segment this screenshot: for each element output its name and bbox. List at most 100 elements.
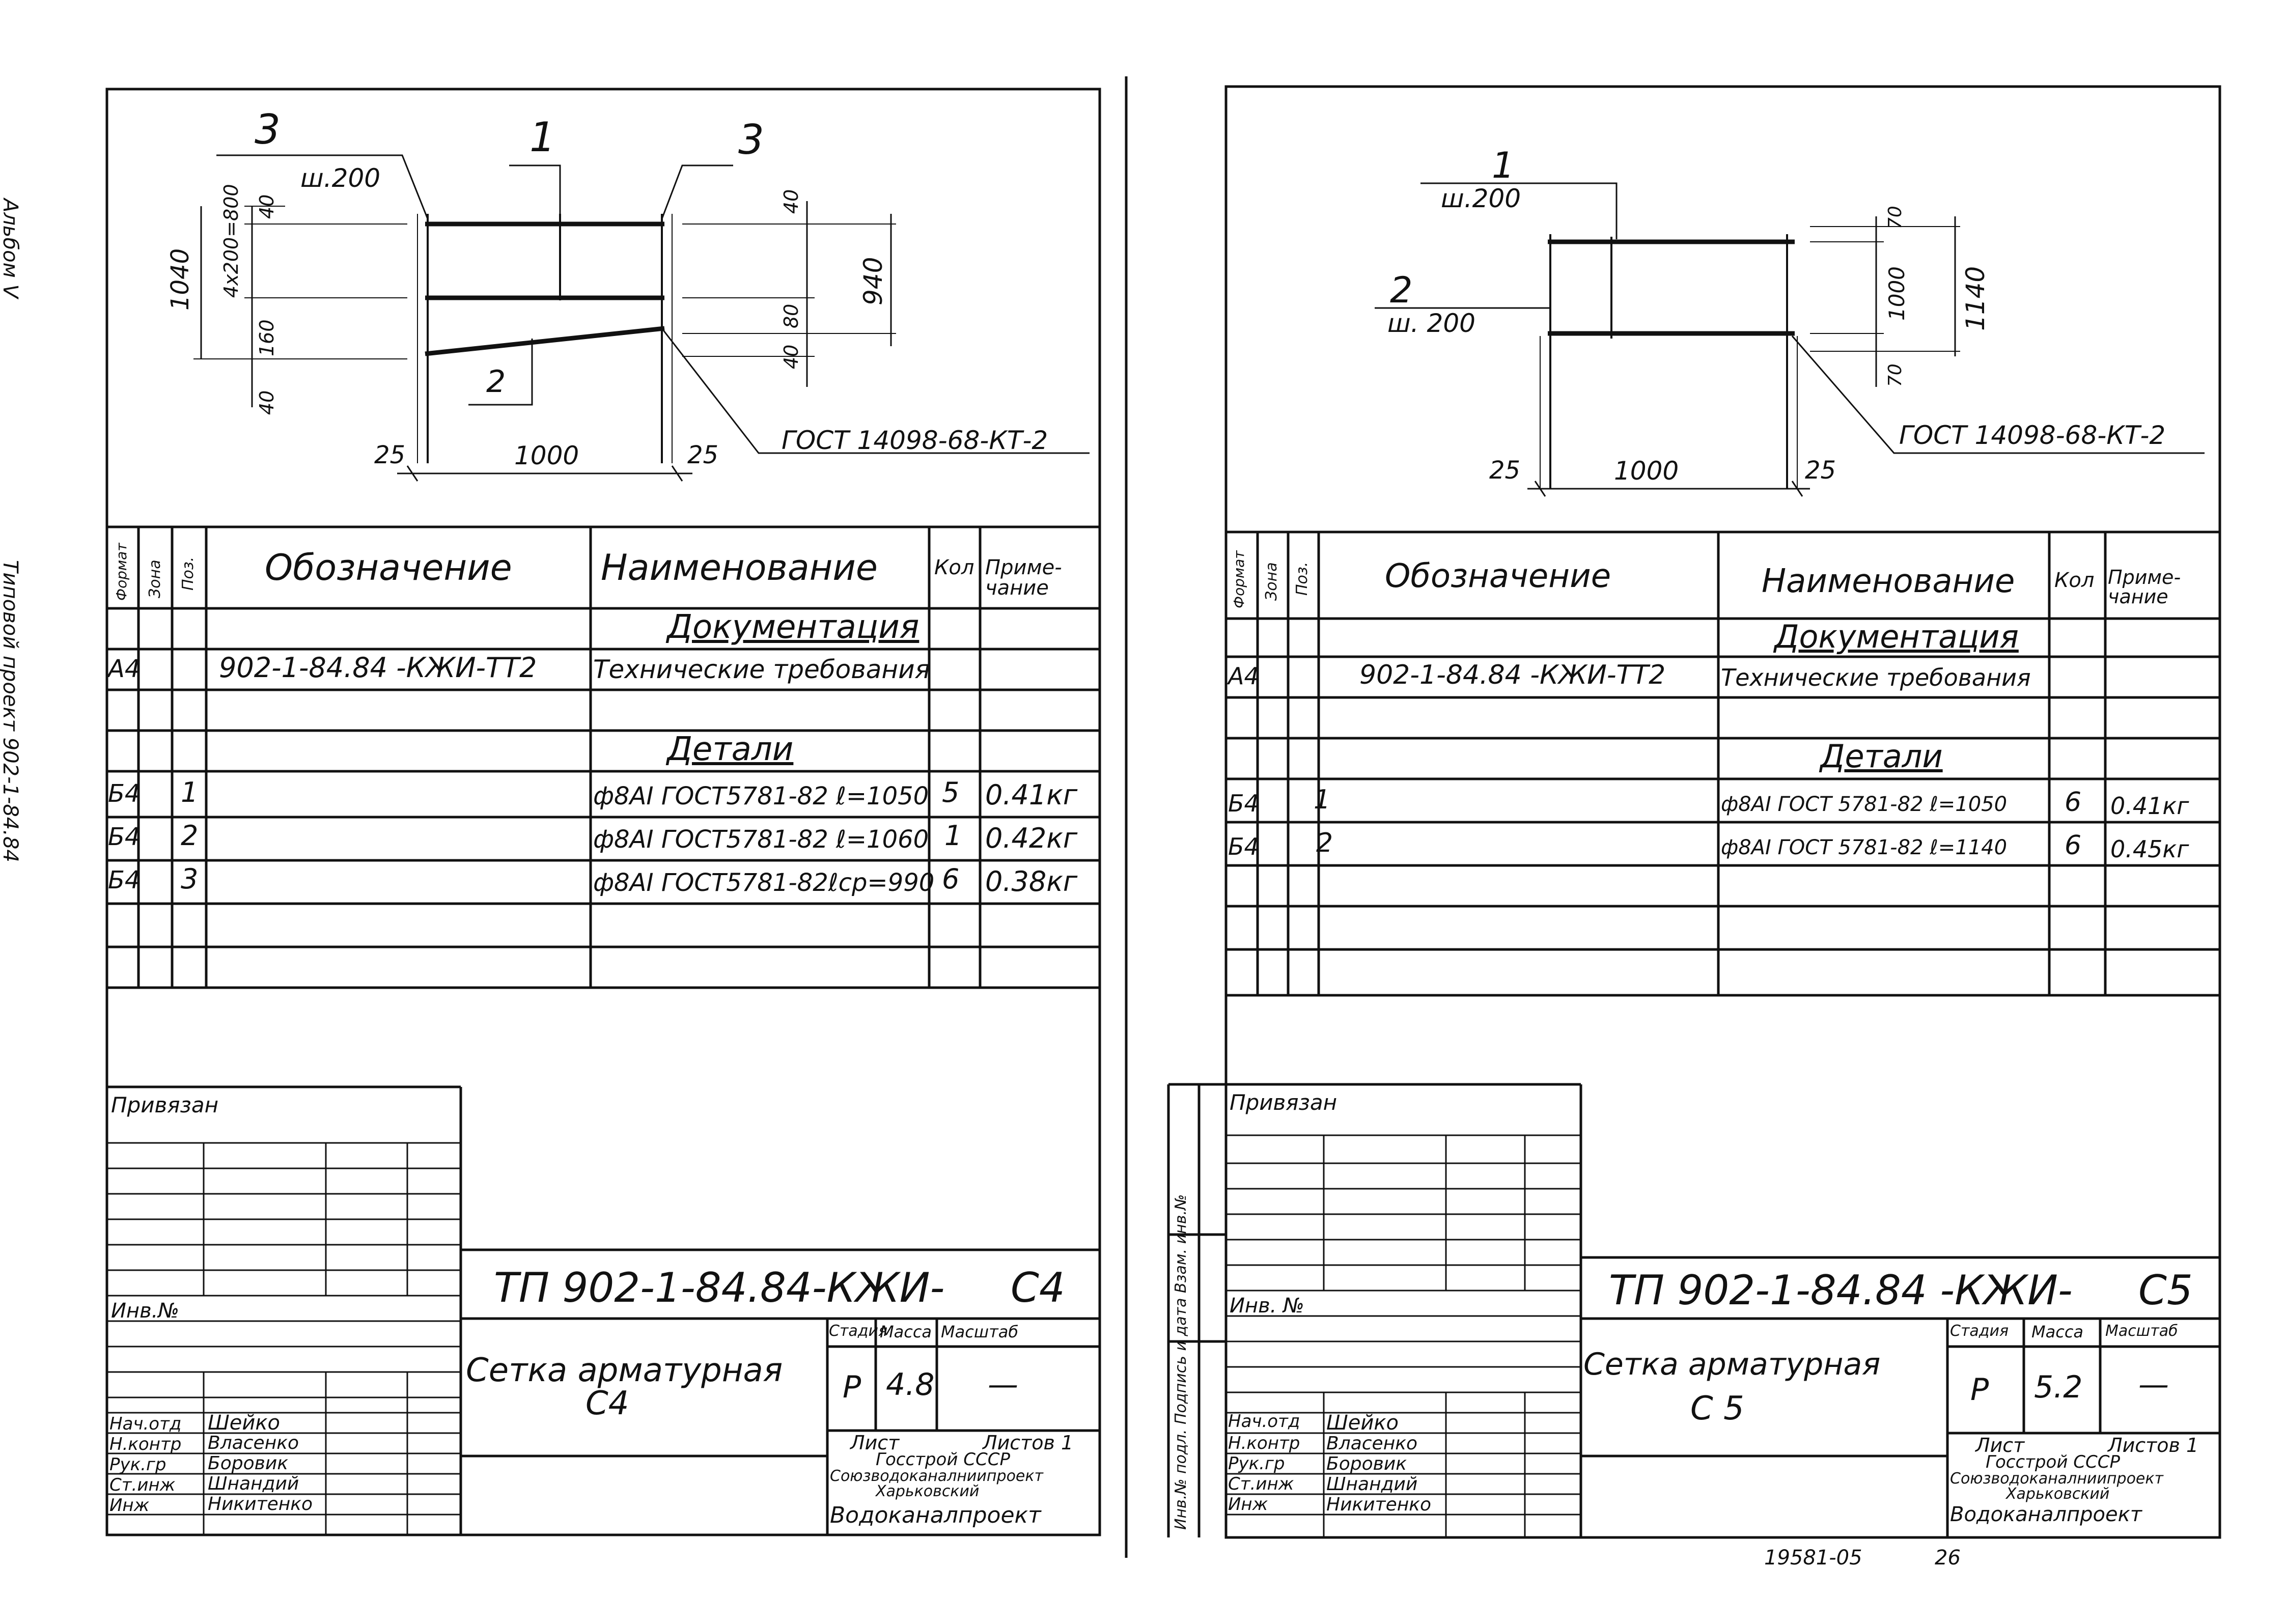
scale-label: Масштаб	[941, 1322, 1019, 1341]
r-staff-role-2: Н.контр	[1228, 1433, 1300, 1453]
row-a4-designation: 902-1-84.84 -КЖИ-ТТ2	[219, 652, 537, 684]
r-hdr-designation: Обозначение	[1385, 557, 1611, 595]
hdr-zone: Зона	[146, 559, 164, 598]
hdr-format: Формат	[113, 543, 130, 601]
row-a4-name: Технические требования	[593, 655, 930, 684]
drawing-code: ТП 902-1-84.84-КЖИ-	[494, 1264, 945, 1311]
r-sheet-code: С5	[2138, 1267, 2193, 1314]
hdr-qty: Кол	[934, 556, 974, 579]
staff-role-5: Инж	[109, 1495, 150, 1516]
row2-qty: 1	[944, 820, 962, 852]
r-row2-name: ф8АI ГОСТ 5781-82 ℓ=1140	[1721, 836, 2008, 859]
row1-name: ф8АI ГОСТ5781-82 ℓ=1050	[593, 782, 929, 810]
left-frame	[105, 88, 1101, 1536]
right-frame	[1224, 85, 2221, 1539]
left-mesh-drawing	[193, 154, 1090, 482]
sheet-code: С4	[1011, 1264, 1065, 1311]
callout-1: 1	[530, 114, 555, 161]
scale-value: —	[988, 1367, 1018, 1403]
r-mass-value: 5.2	[2034, 1369, 2083, 1405]
dim-940: 940	[858, 257, 888, 305]
row3-qty: 6	[942, 863, 960, 895]
row2-note: 0.42кг	[985, 822, 1078, 854]
hdr-note: Приме-чание	[985, 556, 1062, 600]
r-staff-name-3: Боровик	[1326, 1453, 1407, 1474]
dim-40-top: 40	[256, 194, 278, 219]
r-staff-role-5: Инж	[1228, 1494, 1268, 1515]
r-dim-1000: 1000	[1614, 456, 1679, 486]
dim-4x200: 4х200=800	[220, 184, 242, 298]
row-a4-format: А4	[108, 655, 141, 683]
r-row2-format: Б4	[1228, 833, 1259, 860]
r-hdr-format: Формат	[1231, 550, 1247, 608]
sheets-count-label: Листов 1	[983, 1432, 1074, 1454]
r-row2-qty: 6	[2065, 830, 2082, 861]
r-callout-2: 2	[1390, 269, 1413, 311]
inv-no-label: Инв.№	[111, 1299, 179, 1323]
r-row-doc-section: Документация	[1774, 618, 2019, 655]
page-number: 26	[1935, 1546, 1961, 1570]
archive-number: 19581-05	[1764, 1546, 1862, 1570]
r-row-a4-designation: 902-1-84.84 -КЖИ-ТТ2	[1359, 660, 1666, 690]
hdr-name: Наименование	[601, 547, 878, 589]
r-scale-label: Масштаб	[2105, 1322, 2178, 1340]
row2-name: ф8АI ГОСТ5781-82 ℓ=1060	[593, 825, 929, 854]
r-row-a4-name: Технические требования	[1721, 664, 2031, 691]
privyazan-label: Привязан	[111, 1093, 219, 1117]
staff-name-4: Шнандий	[208, 1473, 299, 1494]
staff-name-3: Боровик	[208, 1453, 288, 1474]
row2-format: Б4	[108, 823, 141, 851]
org-line-2: Союзводоканалниипроект	[830, 1467, 1043, 1485]
row1-pos: 1	[181, 776, 199, 808]
r-org-line-4: Водоканалпроект	[1950, 1503, 2142, 1526]
hdr-designation: Обозначение	[265, 547, 512, 589]
hdr-pos: Поз.	[179, 556, 197, 591]
row3-name: ф8АI ГОСТ5781-82ℓср=990	[593, 869, 935, 897]
r-hdr-pos: Поз.	[1293, 562, 1311, 596]
r-stage-value: Р	[1970, 1372, 1989, 1408]
r-org-line-1: Госстрой СССР	[1986, 1452, 2120, 1472]
stage-value: Р	[843, 1369, 861, 1405]
r-row1-name: ф8АI ГОСТ 5781-82 ℓ=1050	[1721, 793, 2008, 816]
r-row2-note: 0.45кг	[2110, 835, 2189, 863]
callout-3-right: 3	[738, 116, 764, 163]
r-dim-1140: 1140	[1961, 266, 1990, 331]
gost-label: ГОСТ 14098-68-КТ-2	[782, 426, 1048, 455]
r-drawing-title: Сетка арматурная	[1583, 1347, 1881, 1382]
r-inv-no-label: Инв. №	[1230, 1294, 1304, 1318]
r-staff-name-2: Власенко	[1326, 1433, 1418, 1454]
r-dim-70-top: 70	[1885, 206, 1906, 229]
staff-role-1: Нач.отд	[109, 1414, 182, 1434]
r-spacing-1: ш.200	[1441, 184, 1521, 213]
row3-note: 0.38кг	[985, 865, 1078, 898]
drawing-subtitle: С4	[586, 1385, 629, 1422]
r-spacing-2: ш. 200	[1387, 309, 1475, 338]
r-org-line-3: Харьковский	[2006, 1485, 2110, 1503]
dim-25-left: 25	[374, 441, 406, 469]
dim-160: 160	[256, 319, 278, 356]
staff-name-1: Шейко	[208, 1411, 281, 1435]
dim-25-right: 25	[687, 441, 719, 469]
staff-role-3: Рук.гр	[109, 1454, 166, 1475]
r-scale-value: —	[2138, 1367, 2169, 1403]
drawing-title: Сетка арматурная	[466, 1352, 783, 1389]
staff-role-4: Ст.инж	[109, 1475, 176, 1495]
r-row-a4-format: А4	[1228, 662, 1259, 690]
r-staff-role-3: Рук.гр	[1228, 1453, 1285, 1474]
row1-format: Б4	[108, 779, 141, 808]
row2-pos: 2	[181, 820, 199, 852]
r-hdr-zone: Зона	[1263, 562, 1280, 601]
org-line-3: Харьковский	[876, 1482, 980, 1500]
r-row1-pos: 1	[1314, 785, 1331, 815]
r-dim-25-left: 25	[1489, 456, 1521, 485]
dim-40-bottom: 40	[256, 390, 278, 415]
r-mass-label: Масса	[2031, 1322, 2084, 1341]
dim-40-r1: 40	[780, 189, 802, 214]
r-hdr-note: Приме-чание	[2108, 566, 2181, 608]
row3-pos: 3	[181, 863, 199, 895]
r-dim-1000-v: 1000	[1884, 266, 1909, 321]
r-sheet-label: Лист	[1975, 1434, 2025, 1457]
r-staff-role-4: Ст.инж	[1228, 1474, 1294, 1494]
org-line-1: Госстрой СССР	[876, 1449, 1010, 1470]
